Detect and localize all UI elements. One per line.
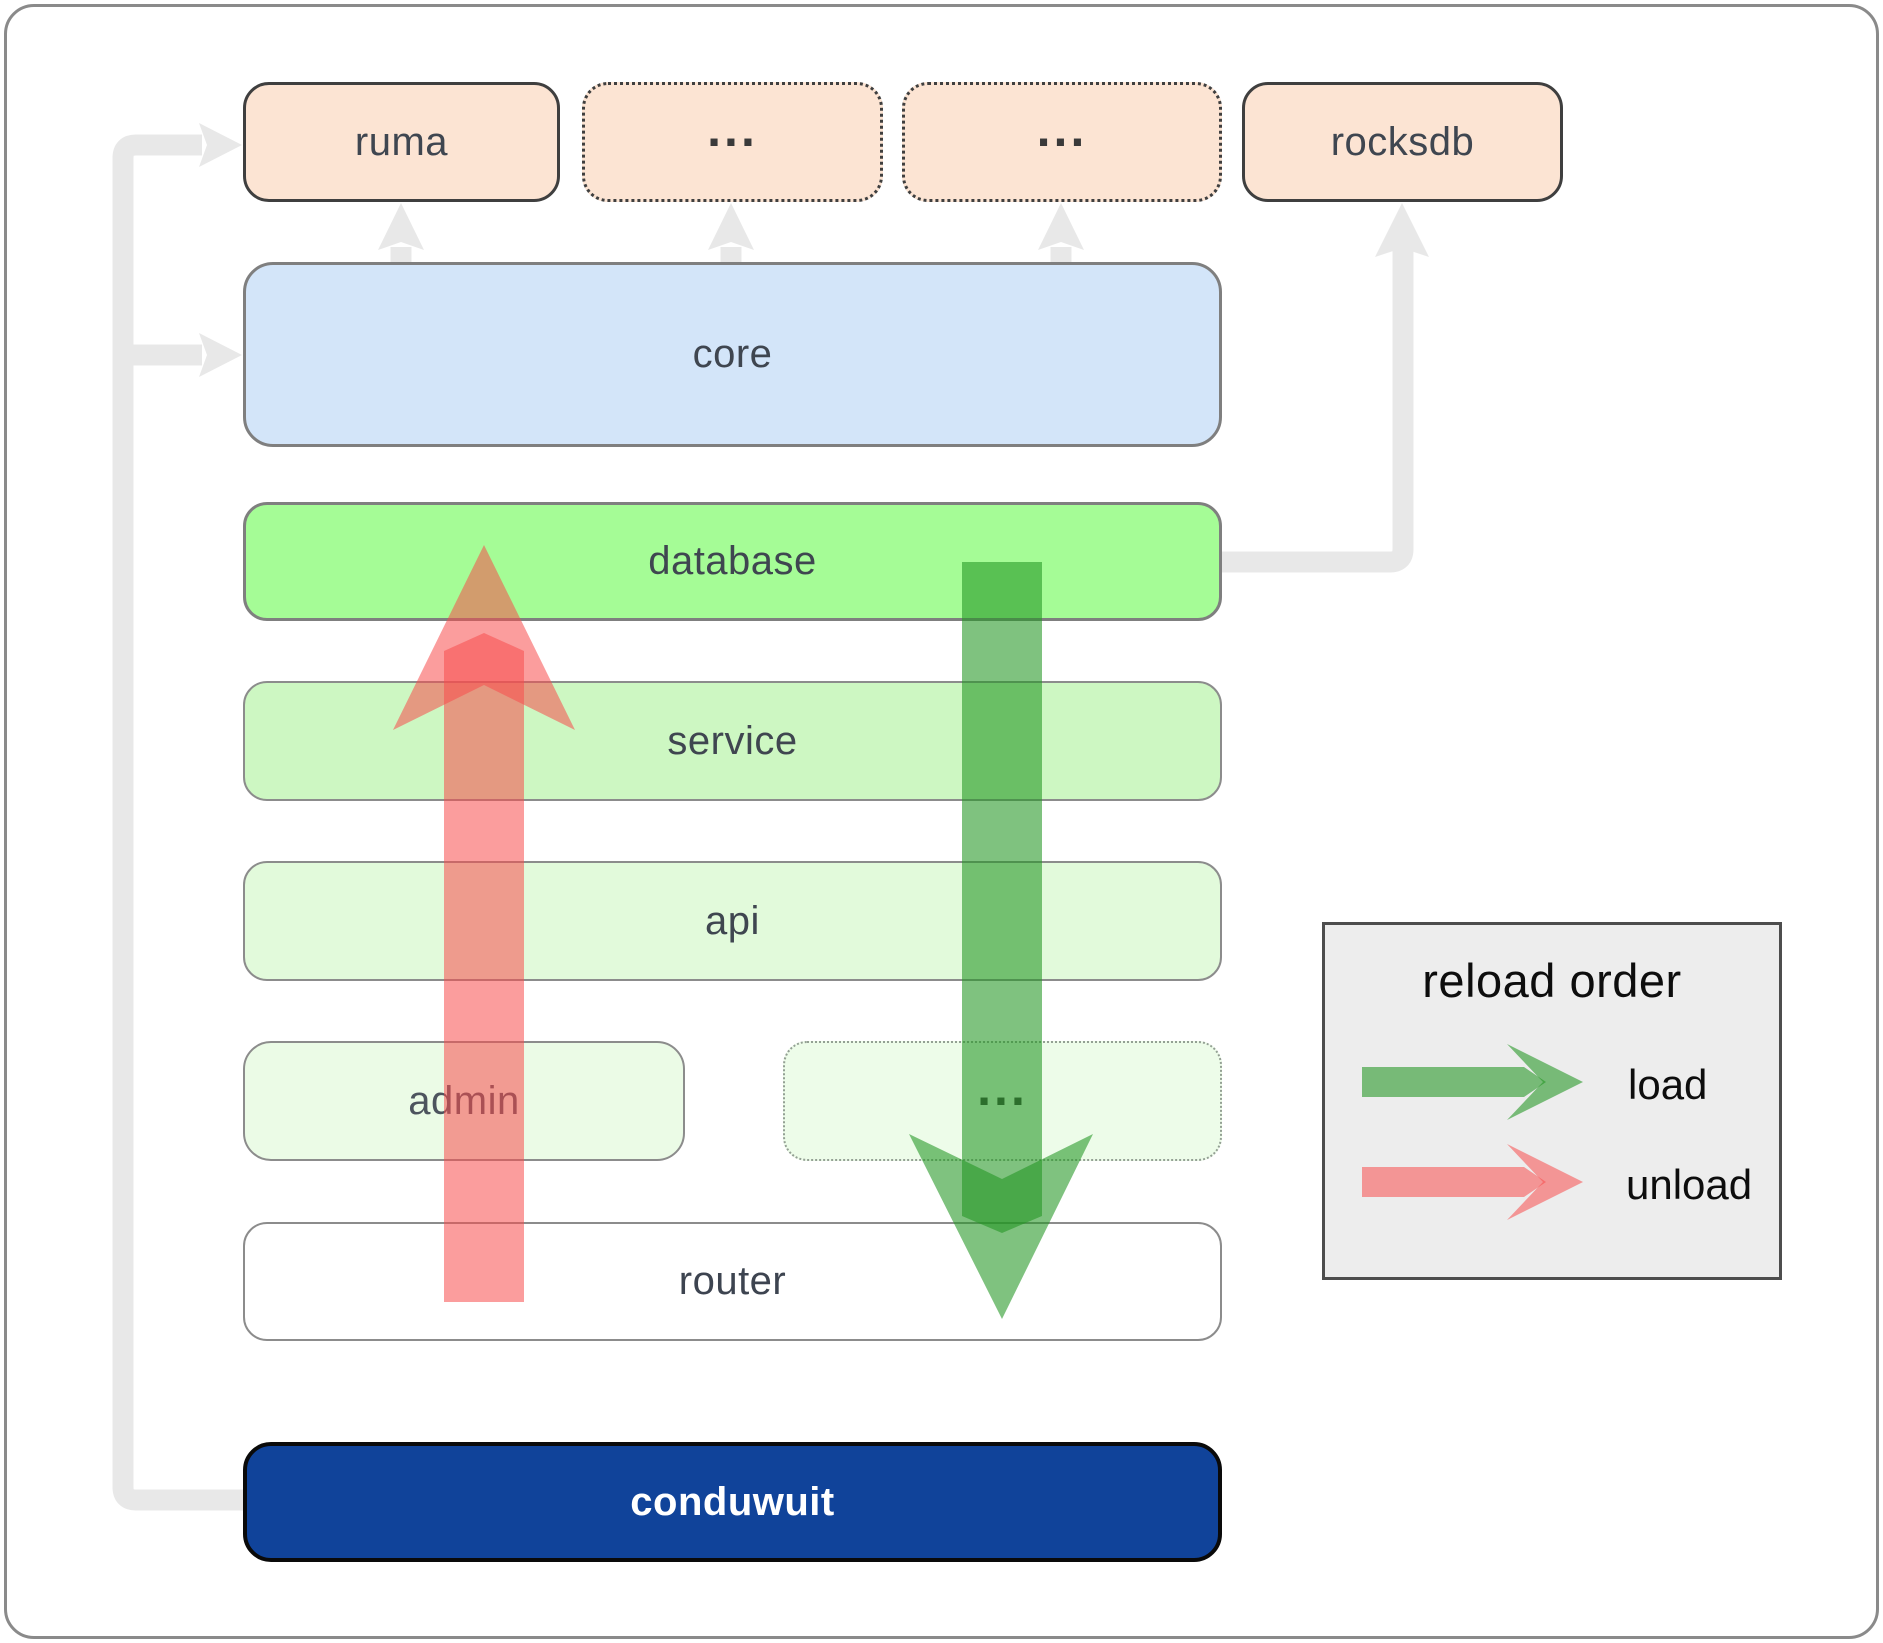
legend-load-label: load bbox=[1628, 1061, 1708, 1108]
box-service: service bbox=[243, 681, 1222, 801]
box-rocksdb: rocksdb bbox=[1242, 82, 1563, 202]
legend-title: reload order bbox=[1422, 954, 1682, 1007]
box-router: router bbox=[243, 1222, 1222, 1341]
box-database: database bbox=[243, 502, 1222, 621]
box-ellipsis-3: ... bbox=[783, 1041, 1222, 1161]
box-conduwuit: conduwuit bbox=[243, 1442, 1222, 1562]
legend-reload-order: reload order load unload bbox=[1322, 922, 1782, 1280]
box-ellipsis-2: ... bbox=[902, 82, 1222, 202]
box-api: api bbox=[243, 861, 1222, 981]
box-admin: admin bbox=[243, 1041, 685, 1161]
box-ruma: ruma bbox=[243, 82, 560, 202]
outer-frame-border bbox=[4, 4, 1879, 1639]
box-ellipsis-1: ... bbox=[582, 82, 883, 202]
legend-unload-label: unload bbox=[1626, 1161, 1753, 1208]
box-core: core bbox=[243, 262, 1222, 447]
